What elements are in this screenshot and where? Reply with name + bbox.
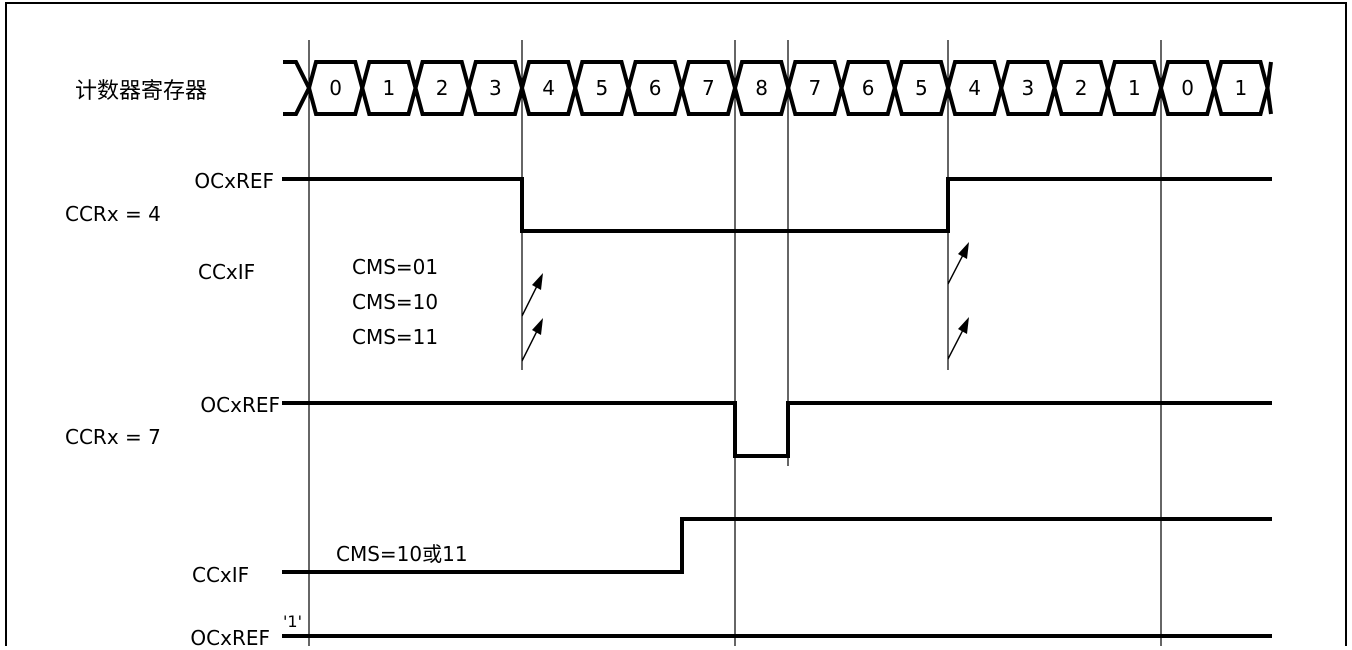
arrow-up-icon — [521, 273, 543, 317]
bus-entry — [283, 60, 312, 116]
counter-value: 6 — [649, 76, 662, 100]
counter-value: 5 — [915, 76, 928, 100]
ccrx-4-label: CCRx = 4 — [65, 202, 161, 226]
counter-value: 2 — [1075, 76, 1088, 100]
counter-value: 0 — [329, 76, 342, 100]
ocxref-waveform-ccrx7 — [282, 401, 1272, 458]
ocxref-label-1: OCxREF — [194, 169, 274, 193]
bus-exit — [1265, 61, 1273, 89]
ccxif-arrows — [521, 242, 969, 362]
bus-exit — [1265, 87, 1273, 115]
counter-value: 2 — [436, 76, 449, 100]
counter-value: 1 — [1128, 76, 1141, 100]
counter-value: 3 — [489, 76, 502, 100]
ccxif-waveform-cms10-11 — [282, 517, 1272, 574]
cms-10-or-11-label: CMS=10或11 — [336, 542, 468, 566]
ccxif-label-1: CCxIF — [198, 260, 255, 284]
arrow-up-icon — [947, 317, 969, 360]
counter-value: 6 — [862, 76, 875, 100]
ccrx-7-label: CCRx = 7 — [65, 425, 161, 449]
frame-border — [5, 2, 1347, 650]
waveforms — [282, 177, 1272, 638]
cms-11-label: CMS=11 — [352, 325, 438, 349]
counter-value: 4 — [542, 76, 555, 100]
cms-10-label: CMS=10 — [352, 290, 438, 314]
counter-value: 4 — [968, 76, 981, 100]
ocxref-label-3: OCxREF — [190, 626, 270, 646]
counter-register-label: 计数器寄存器 — [75, 79, 207, 104]
cms-01-label: CMS=01 — [352, 255, 438, 279]
ocxref-waveform-ccrx4 — [282, 177, 1272, 233]
counter-value: 1 — [1235, 76, 1248, 100]
counter-value: 8 — [755, 76, 768, 100]
counter-value: 5 — [596, 76, 609, 100]
counter-value: 7 — [809, 76, 822, 100]
arrow-up-icon — [947, 242, 969, 285]
counter-value: 3 — [1022, 76, 1035, 100]
counter-value: 1 — [383, 76, 396, 100]
ccxif-label-2: CCxIF — [192, 563, 249, 587]
ocxref-label-2: OCxREF — [200, 393, 280, 417]
arrow-up-icon — [521, 318, 543, 362]
counter-value: 7 — [702, 76, 715, 100]
logic-one-label: '1' — [283, 612, 302, 631]
counter-value: 0 — [1181, 76, 1194, 100]
counter-register-bus: 0 1 2 3 4 5 6 7 8 7 6 5 4 3 2 1 0 1 — [283, 60, 1273, 116]
